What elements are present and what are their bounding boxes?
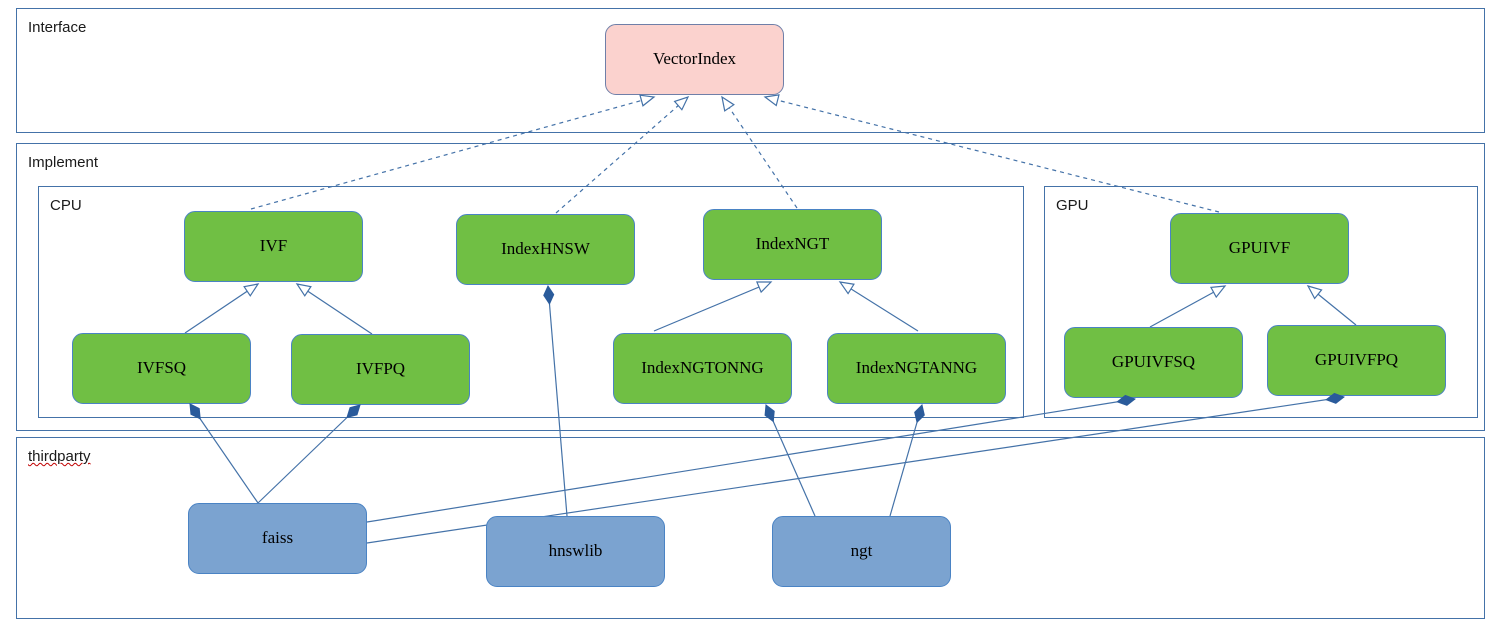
container-label-cpu: CPU	[50, 197, 82, 214]
node-label-hnswlib: hnswlib	[548, 541, 603, 561]
node-label-vectorindex: VectorIndex	[652, 49, 737, 69]
node-ivfsq[interactable]: IVFSQ	[72, 333, 251, 404]
node-label-indexhnsw: IndexHNSW	[501, 239, 590, 259]
node-indexngtonng[interactable]: IndexNGTONNG	[613, 333, 792, 404]
node-label-gpuivfpq: GPUIVFPQ	[1314, 350, 1399, 370]
node-label-faiss: faiss	[261, 528, 294, 548]
container-label-thirdparty: thirdparty	[28, 448, 91, 465]
container-label-gpu: GPU	[1056, 197, 1089, 214]
node-gpuivfsq[interactable]: GPUIVFSQ	[1064, 327, 1243, 398]
node-faiss[interactable]: faiss	[188, 503, 367, 574]
node-label-ngt: ngt	[850, 541, 873, 561]
node-ivfpq[interactable]: IVFPQ	[291, 334, 470, 405]
node-gpuivfpq[interactable]: GPUIVFPQ	[1267, 325, 1446, 396]
node-label-indexngtanng: IndexNGTANNG	[855, 358, 978, 378]
node-label-ivfsq: IVFSQ	[136, 358, 187, 378]
node-indexngt[interactable]: IndexNGT	[703, 209, 882, 280]
container-label-implement: Implement	[28, 154, 99, 171]
node-indexngtanng[interactable]: IndexNGTANNG	[827, 333, 1006, 404]
node-ngt[interactable]: ngt	[772, 516, 951, 587]
node-indexhnsw[interactable]: IndexHNSW	[456, 214, 635, 285]
node-label-indexngtonng: IndexNGTONNG	[641, 358, 764, 378]
node-label-gpuivf: GPUIVF	[1228, 238, 1291, 258]
container-label-interface: Interface	[28, 19, 87, 36]
node-gpuivf[interactable]: GPUIVF	[1170, 213, 1349, 284]
node-hnswlib[interactable]: hnswlib	[486, 516, 665, 587]
node-label-ivf: IVF	[259, 236, 288, 256]
node-label-ivfpq: IVFPQ	[355, 359, 406, 379]
node-ivf[interactable]: IVF	[184, 211, 363, 282]
node-label-gpuivfsq: GPUIVFSQ	[1111, 352, 1196, 372]
node-label-indexngt: IndexNGT	[755, 234, 830, 254]
node-vectorindex[interactable]: VectorIndex	[605, 24, 784, 95]
